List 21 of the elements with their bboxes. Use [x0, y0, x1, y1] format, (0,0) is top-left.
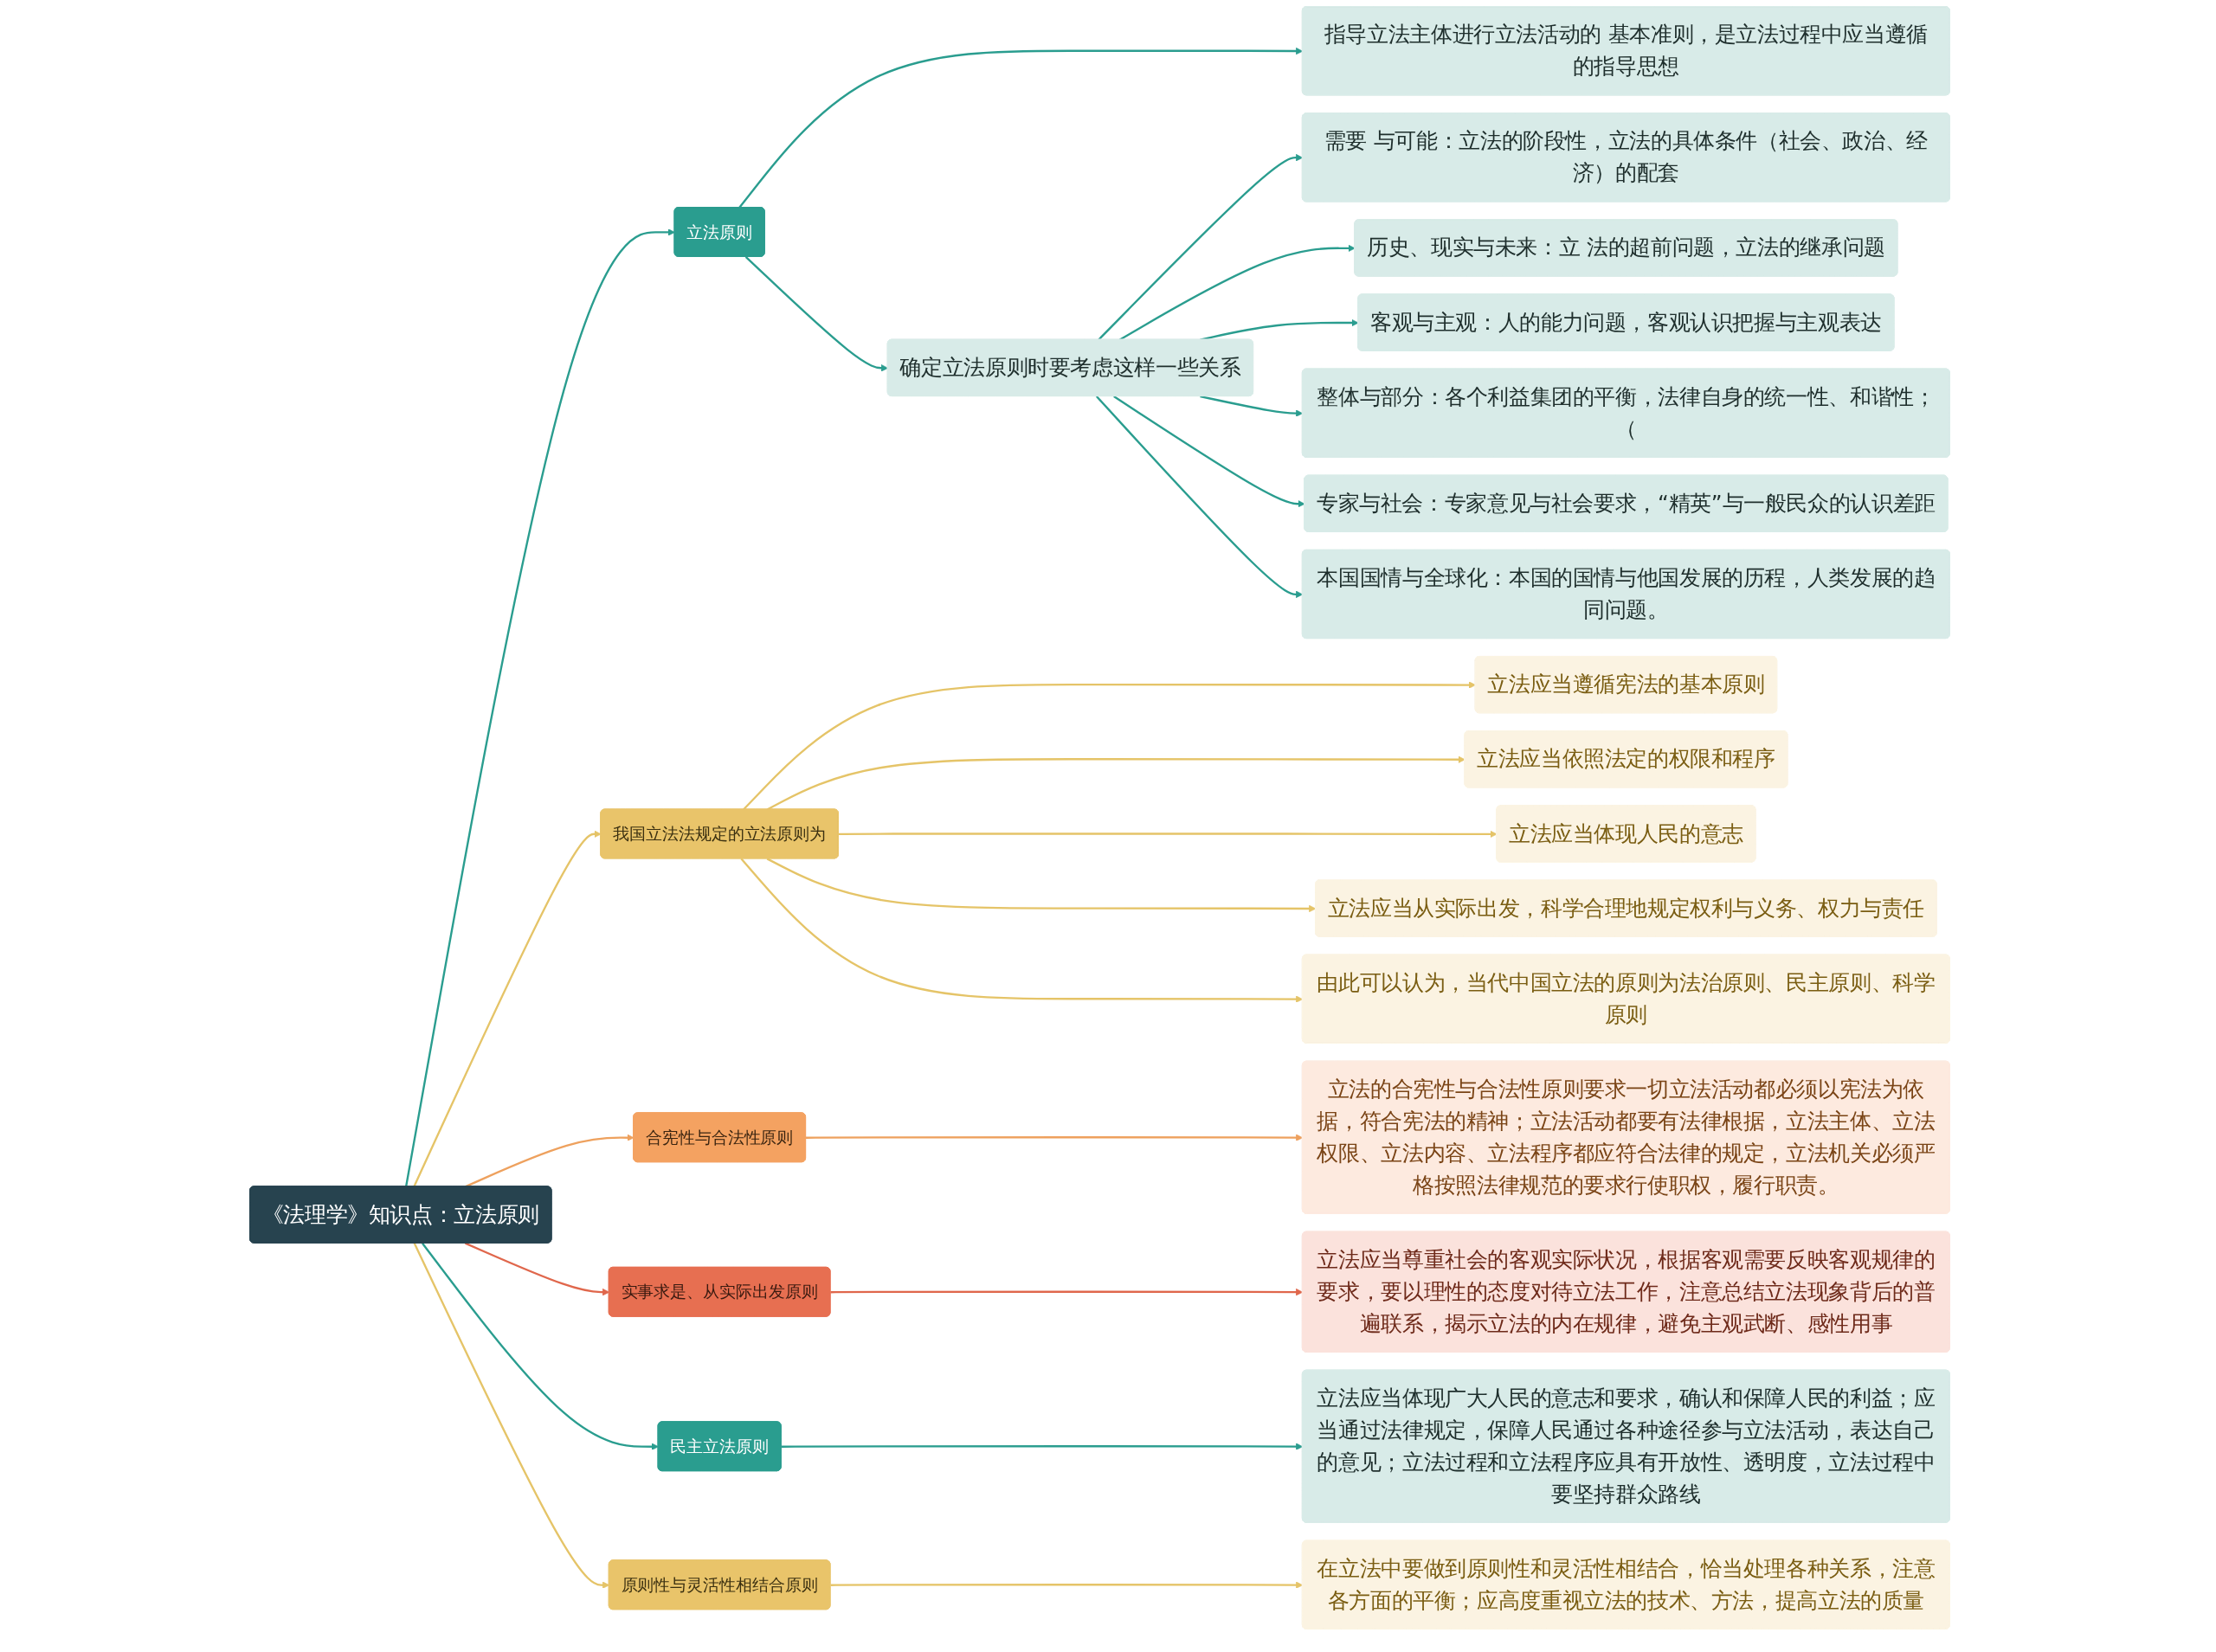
arrow [838, 830, 1498, 839]
arrow [742, 681, 1476, 811]
arrow [829, 1581, 1303, 1589]
arrow [413, 1243, 609, 1589]
arrow [404, 228, 675, 1187]
arrow [421, 1242, 659, 1450]
arrow [412, 830, 602, 1187]
arrow [829, 1288, 1303, 1296]
arrow [1112, 395, 1305, 508]
arrow [738, 47, 1303, 209]
arrow [766, 858, 1316, 913]
arrow [781, 1443, 1303, 1450]
arrow [1199, 395, 1303, 417]
arrow [739, 858, 1303, 1003]
arrow [464, 1242, 609, 1296]
arrow [1095, 395, 1303, 598]
arrow [1118, 244, 1356, 341]
arrow [805, 1134, 1303, 1141]
arrow [1097, 154, 1303, 341]
arrow [766, 755, 1466, 811]
arrow [744, 256, 888, 372]
